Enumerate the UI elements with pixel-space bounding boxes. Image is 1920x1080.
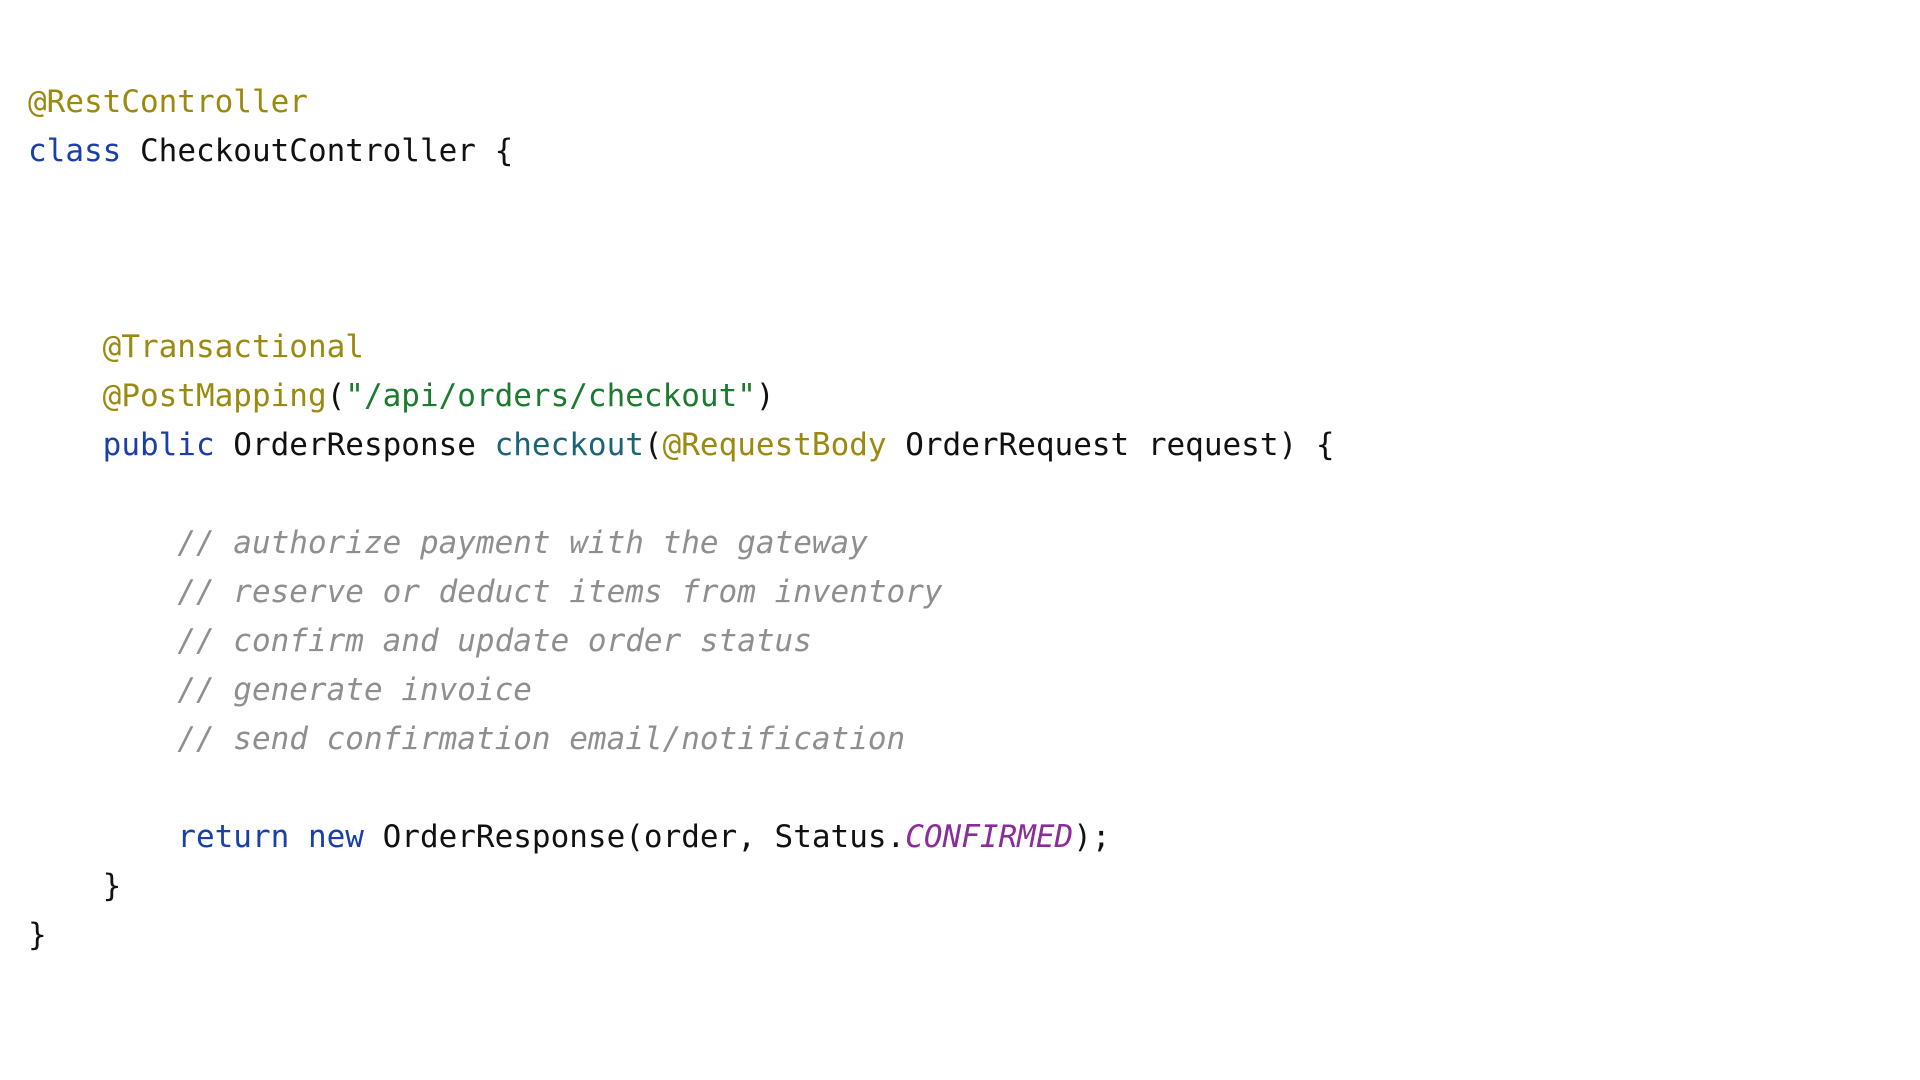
code-line: // generate invoice <box>28 666 1335 715</box>
code-token-plain <box>28 427 103 463</box>
code-line <box>28 176 1335 225</box>
code-token-annotation: @PostMapping <box>102 378 327 414</box>
code-token-annotation: @RestController <box>28 84 308 120</box>
code-token-comment: // generate invoice <box>177 672 532 708</box>
code-token-string: "/api/orders/checkout" <box>345 378 756 414</box>
code-token-plain: CheckoutController { <box>121 133 514 169</box>
code-token-plain: ) <box>755 378 775 414</box>
code-token-plain <box>28 672 177 708</box>
code-token-plain: } <box>28 917 47 953</box>
code-token-plain <box>28 329 103 365</box>
code-token-comment: // confirm and update order status <box>177 623 812 659</box>
code-token-method: checkout <box>494 427 644 463</box>
code-token-plain: ( <box>326 378 346 414</box>
code-token-comment: // authorize payment with the gateway <box>177 525 868 561</box>
code-token-keyword: return new <box>177 819 364 855</box>
code-line: @RestController <box>28 78 1335 127</box>
code-line: // send confirmation email/notification <box>28 715 1335 764</box>
code-line: return new OrderResponse(order, Status.C… <box>28 813 1335 862</box>
code-token-keyword: public <box>102 427 215 463</box>
code-line <box>28 470 1335 519</box>
code-token-plain <box>28 721 177 757</box>
code-line: // confirm and update order status <box>28 617 1335 666</box>
code-line: // reserve or deduct items from inventor… <box>28 568 1335 617</box>
code-line: // authorize payment with the gateway <box>28 519 1335 568</box>
code-line <box>28 225 1335 274</box>
code-line <box>28 764 1335 813</box>
code-token-annotation: @Transactional <box>102 329 364 365</box>
code-line <box>28 274 1335 323</box>
code-token-plain <box>28 378 103 414</box>
code-token-plain <box>28 574 177 610</box>
code-listing[interactable]: @RestController class CheckoutController … <box>28 78 1335 960</box>
code-token-plain: OrderRequest request) { <box>886 427 1335 463</box>
code-token-plain <box>28 525 177 561</box>
code-token-comment: // reserve or deduct items from inventor… <box>177 574 943 610</box>
code-token-plain: ( <box>643 427 663 463</box>
code-token-plain: OrderResponse <box>214 427 495 463</box>
code-token-plain: OrderResponse(order, Status. <box>363 819 906 855</box>
code-line: @PostMapping("/api/orders/checkout") <box>28 372 1335 421</box>
code-token-constant: CONFIRMED <box>905 819 1074 855</box>
code-token-comment: // send confirmation email/notification <box>177 721 906 757</box>
code-token-plain <box>28 819 177 855</box>
code-line: @Transactional <box>28 323 1335 372</box>
code-token-plain: ); <box>1073 819 1111 855</box>
code-token-plain: } <box>28 868 122 904</box>
code-token-plain <box>28 623 177 659</box>
code-token-annotation: @RequestBody <box>662 427 887 463</box>
code-line: public OrderResponse checkout(@RequestBo… <box>28 421 1335 470</box>
code-line: } <box>28 862 1335 911</box>
code-token-keyword: class <box>28 133 122 169</box>
code-line: } <box>28 911 1335 960</box>
code-line: class CheckoutController { <box>28 127 1335 176</box>
